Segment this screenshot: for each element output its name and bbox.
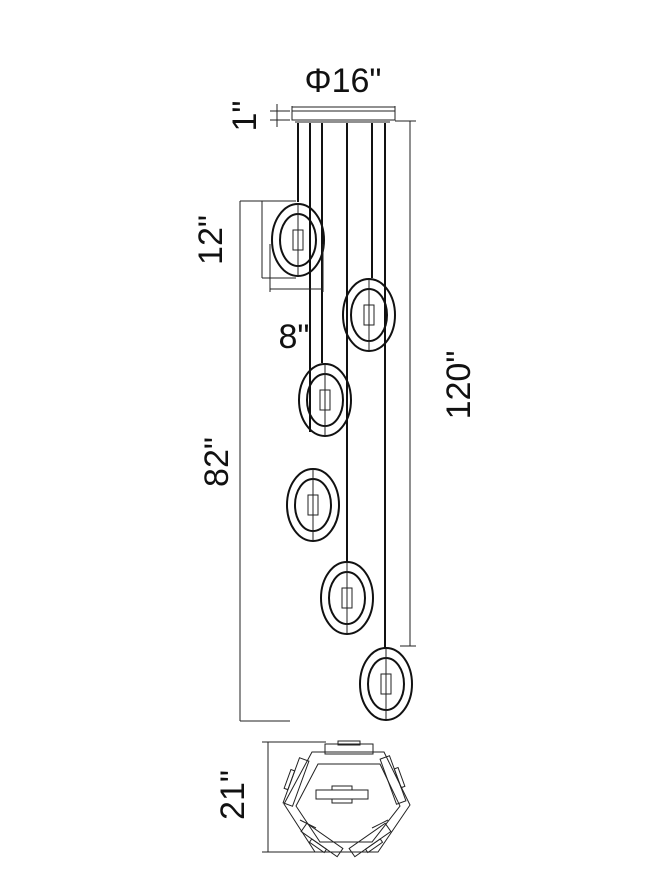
canopy-height-label: 1" <box>226 101 264 132</box>
pendant-5 <box>320 561 374 635</box>
bottom-width-label: 21" <box>214 770 252 820</box>
bottom-view <box>282 740 411 858</box>
canopy-diameter-label: Φ16" <box>304 62 381 100</box>
canopy-height-dimension <box>270 104 290 127</box>
canopy <box>291 106 396 121</box>
overall-drop-label: 120" <box>440 351 478 420</box>
pendant-height-dimension <box>261 200 296 279</box>
pendant-width-label: 8" <box>279 318 310 356</box>
pendant-2 <box>342 278 396 352</box>
shortest-drop-dimension <box>239 200 290 722</box>
shortest-drop-label: 82" <box>198 437 236 487</box>
suspension-wires <box>295 121 390 648</box>
pendant-3 <box>298 363 352 437</box>
overall-drop-dimension <box>395 120 416 647</box>
pendant-width-dimension <box>269 244 324 292</box>
pendant-4 <box>286 468 340 542</box>
pendant-6 <box>359 647 413 721</box>
bottom-width-dimension <box>262 741 326 853</box>
pendant-1 <box>271 203 325 277</box>
pendant-height-label: 12" <box>192 215 230 265</box>
